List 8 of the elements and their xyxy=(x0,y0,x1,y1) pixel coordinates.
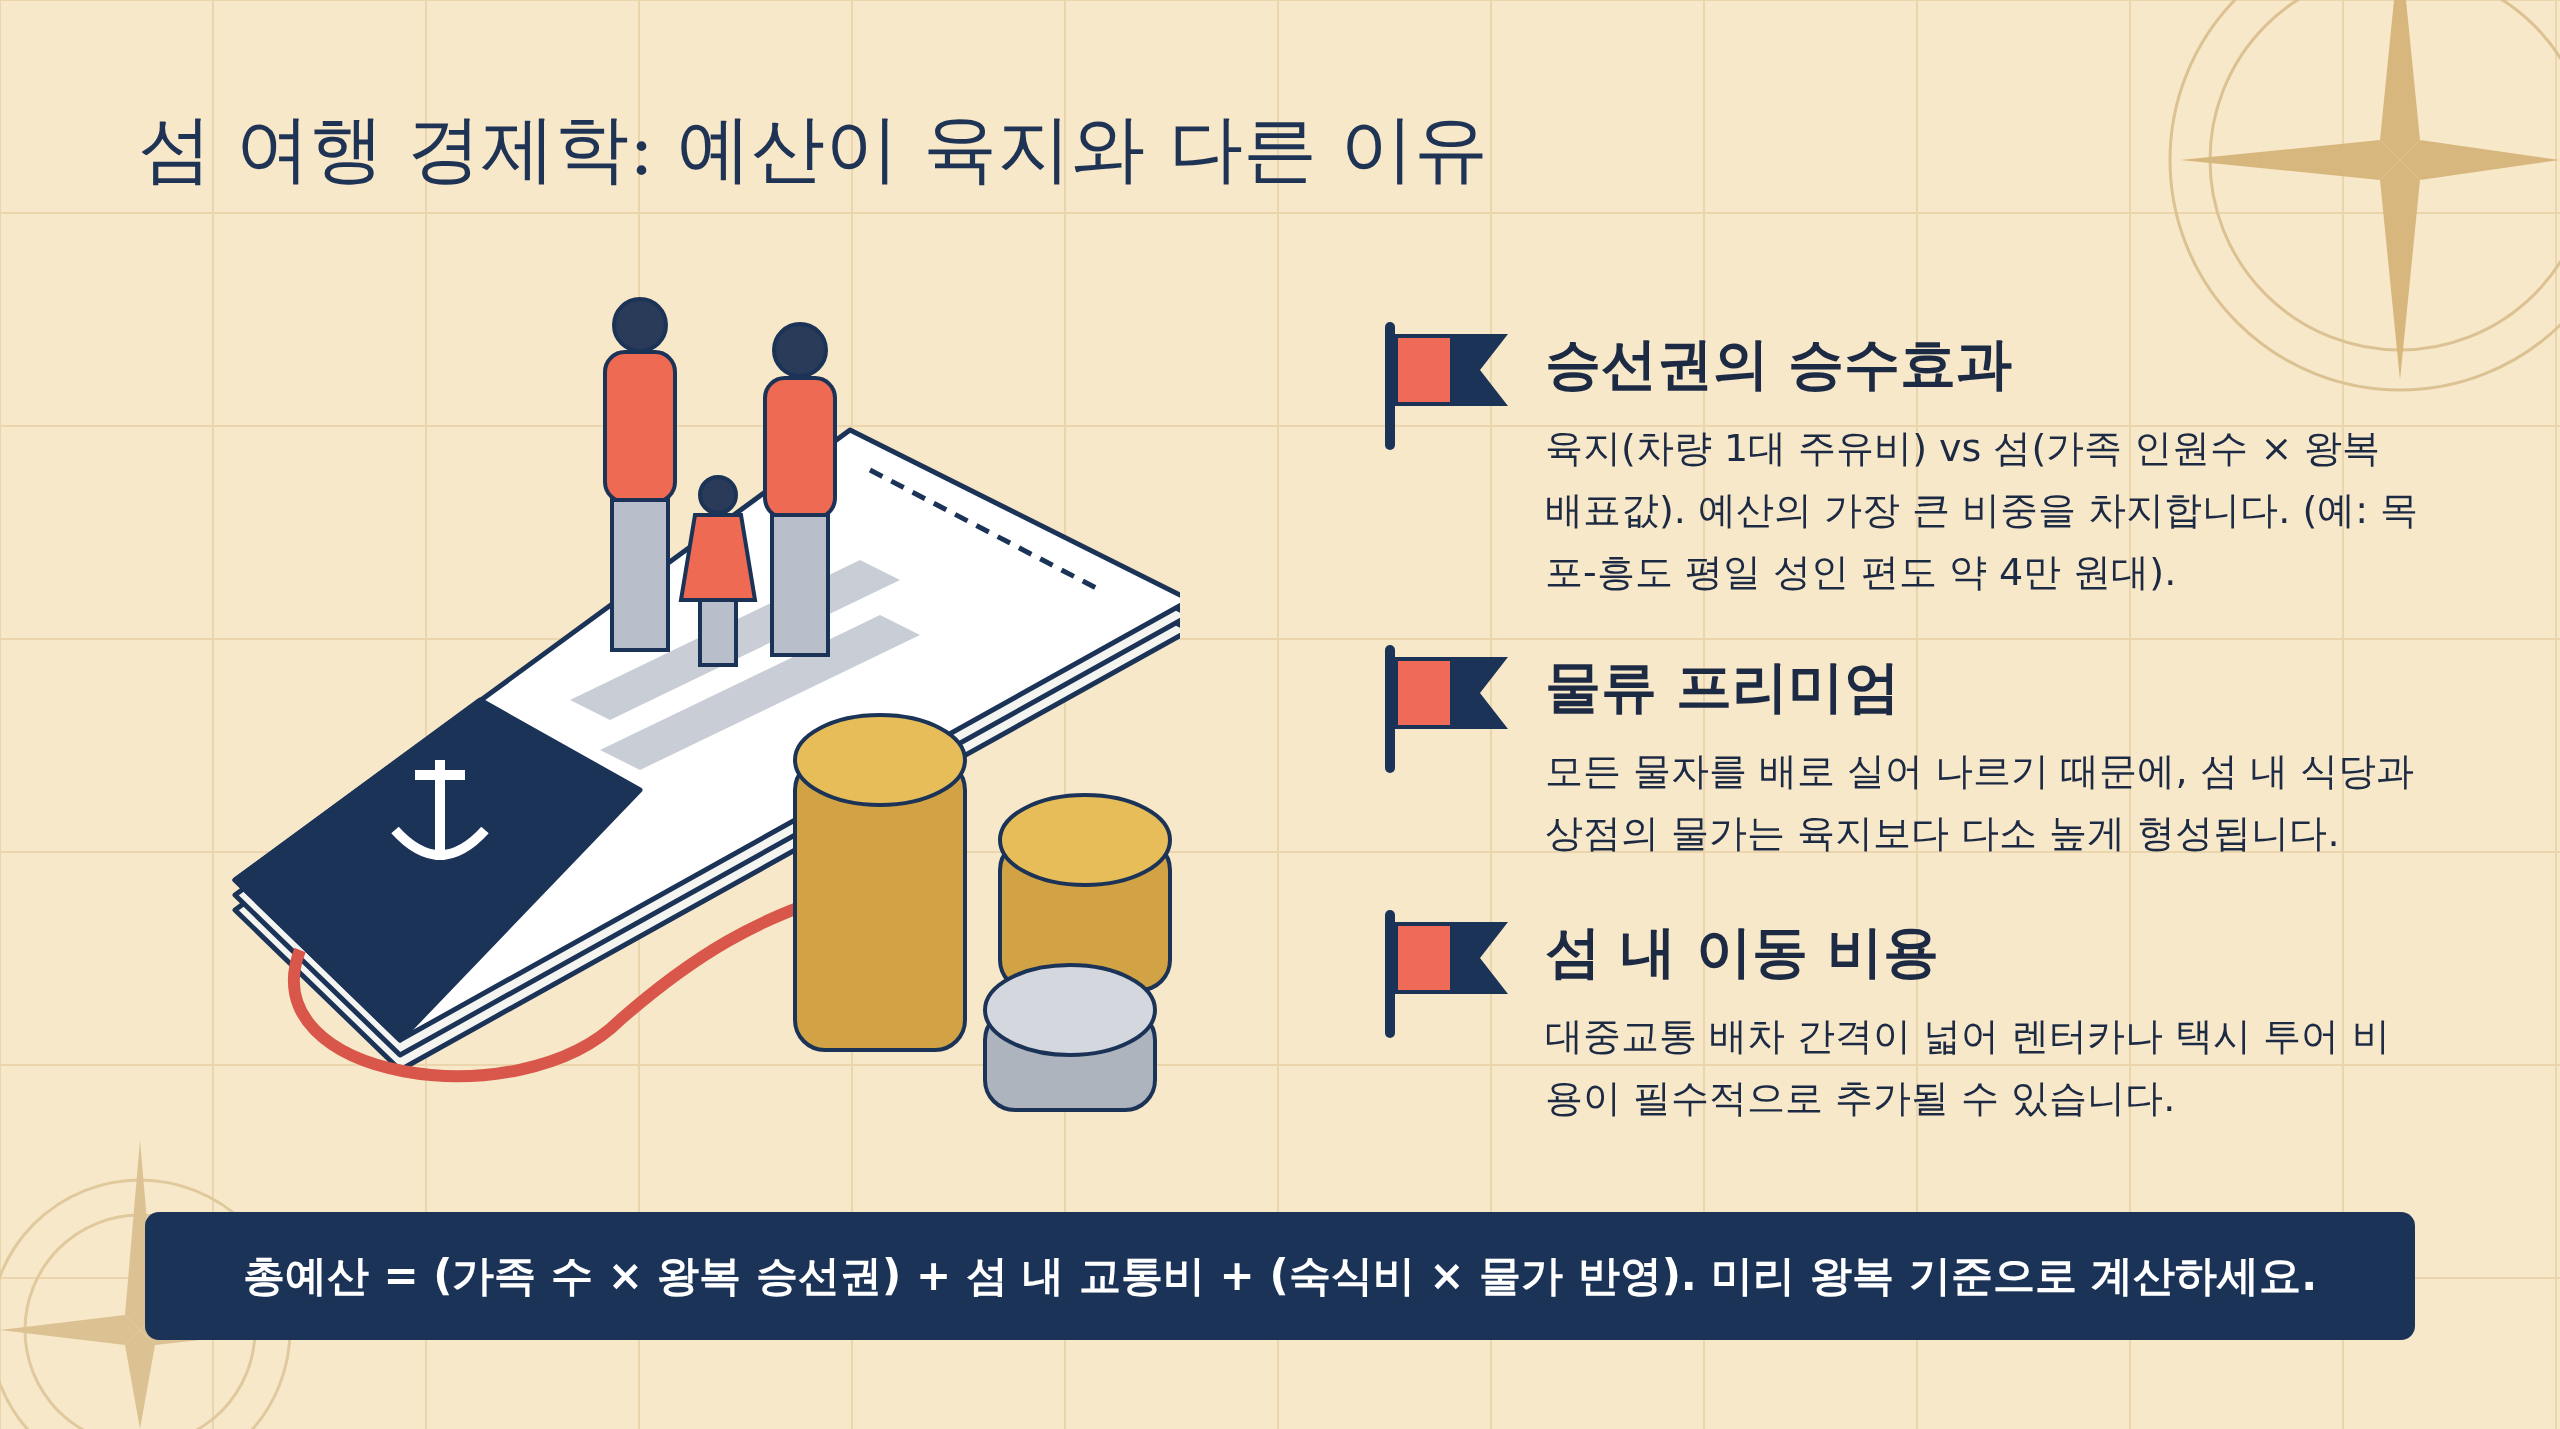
item-description: 모든 물자를 배로 실어 나르기 때문에, 섬 내 식당과 상점의 물가는 육지보다 다소 높게 형성됩니다. xyxy=(1545,748,2415,857)
item-description: 대중교통 배차 간격이 넓어 렌터카나 택시 투어 비용이 필수적으로 추가될 수 있습니다. xyxy=(1545,1013,2391,1122)
formula-banner: 총예산 = (가족 수 × 왕복 승선권) + 섬 내 교통비 + (숙식비 × 물가 반영). 미리 왕복 기준으로 계산하세요. xyxy=(145,1212,2415,1340)
item-heading: 섬 내 이동 비용 xyxy=(1545,918,1940,986)
item-heading: 승선권의 승수효과 xyxy=(1545,330,2013,398)
item-heading: 물류 프리미엄 xyxy=(1545,653,1901,721)
item-description: 육지(차량 1대 주유비) vs 섬(가족 인원수 × 왕복 배표값). 예산의 가장 큰 비중을 차지합니다. (예: 목포-흥도 평일 성인 편도 약 4만 원대). xyxy=(1545,425,2420,596)
title-text: 섬 여행 경제학: 예산이 육지와 다른 이유 xyxy=(138,104,1489,193)
